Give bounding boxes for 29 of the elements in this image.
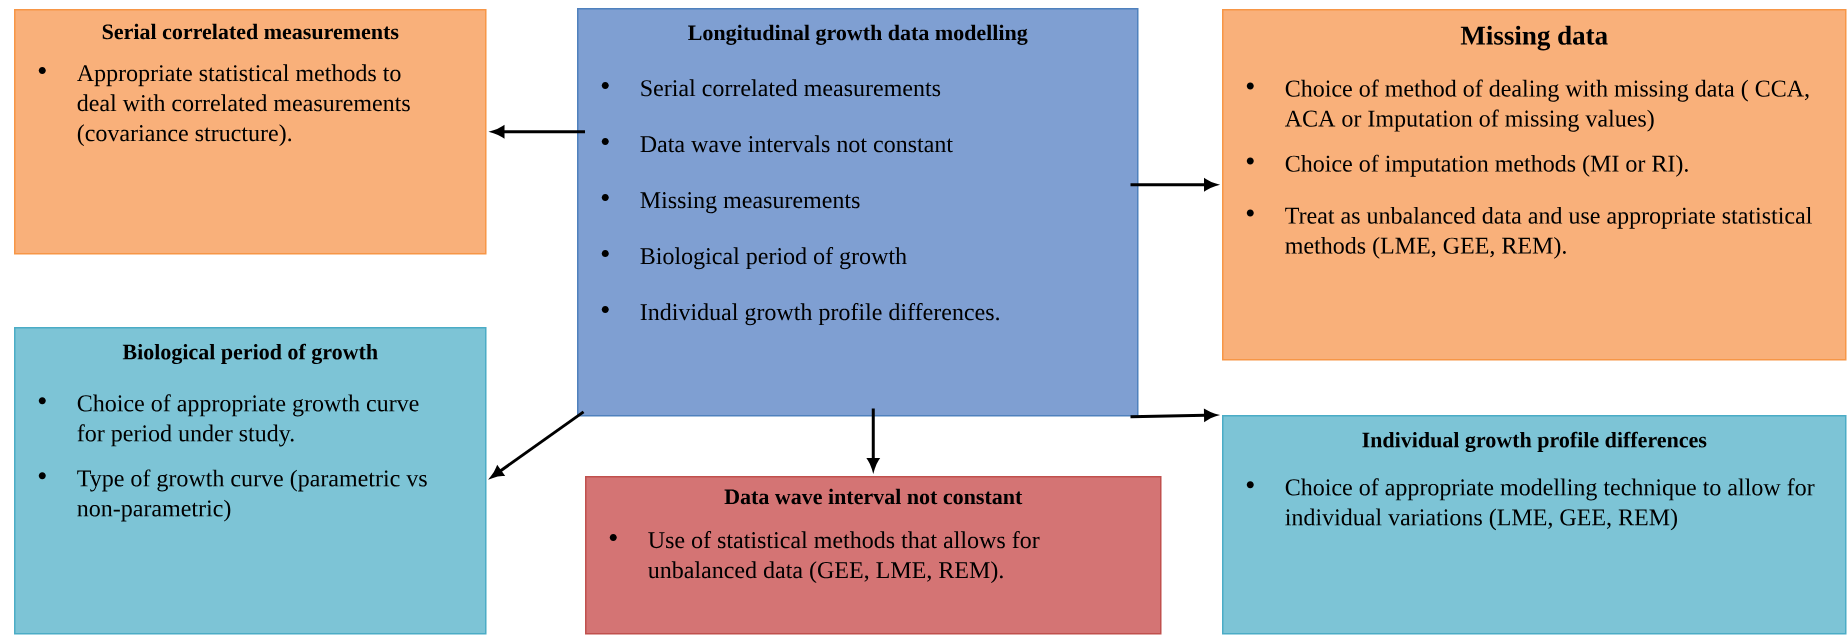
bullet-text: Treat as unbalanced data and use appropriate statistical methods (LME, GEE, REM).	[1285, 206, 1812, 259]
bullet-text: Choice of imputation methods (MI or RI).	[1285, 154, 1688, 177]
text-box	[1222, 9, 1847, 361]
text-box	[1222, 415, 1847, 635]
bullet-text: Type of growth curve (parametric vs non-parametric)	[77, 469, 427, 522]
box-heading: Data wave interval not constant	[724, 488, 1023, 505]
text-box	[577, 8, 1139, 417]
bullet-text: Biological period of growth	[640, 247, 907, 270]
box-heading: Individual growth profile differences	[1362, 431, 1707, 453]
text-box	[14, 327, 487, 635]
bullet-text: Appropriate statistical methods to deal with correlated measurements (covariance structure).	[77, 64, 410, 147]
box-heading: Missing data	[1460, 25, 1608, 51]
bullet-text: Choice of method of dealing with missing data ( CCA, ACA or Imputation of missing values)	[1285, 79, 1809, 132]
arrow	[491, 410, 585, 478]
text-box	[585, 476, 1162, 635]
box-heading: Serial correlated measurements	[102, 23, 399, 40]
arrow	[1130, 179, 1217, 191]
bullet-text: Serial correlated measurements	[641, 79, 941, 97]
bullet-text: Use of statistical methods that allows for unbalanced data (GEE, LME, REM).	[648, 531, 1040, 584]
box-heading: Biological period of growth	[122, 343, 378, 365]
bullet-text: Choice of appropriate growth curve for period under study.	[77, 394, 419, 447]
text-box	[14, 9, 487, 255]
arrow	[867, 408, 879, 471]
bullet-text: Choice of appropriate modelling technique to allow for individual variations (LME, GEE, REM)	[1285, 478, 1815, 531]
bullet-text: Individual growth profile differences.	[640, 303, 999, 326]
box-heading: Longitudinal growth data modelling	[688, 24, 1028, 45]
arrow	[1130, 409, 1217, 421]
bullet-text: Missing measurements	[640, 192, 860, 214]
bullet-text: Data wave intervals not constant	[640, 135, 953, 153]
